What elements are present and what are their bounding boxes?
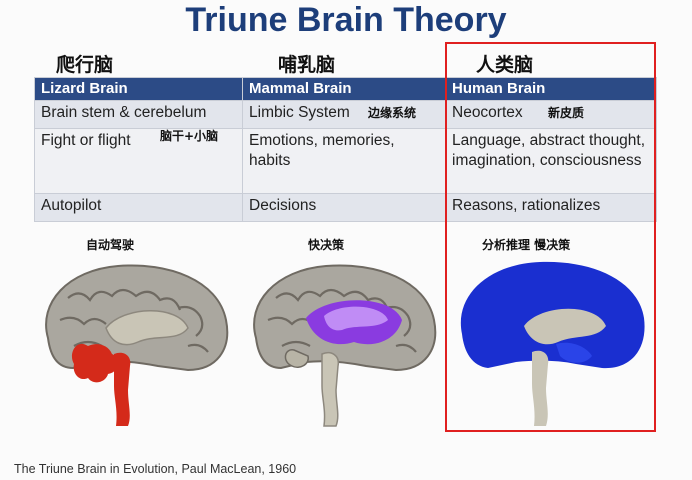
cell-lizard-function: Fight or flight bbox=[34, 128, 243, 194]
cell-mammal-function: Emotions, memories, habits bbox=[242, 128, 446, 194]
header-lizard-brain: Lizard Brain bbox=[34, 77, 243, 101]
cell-human-mode: Reasons, rationalizes bbox=[445, 193, 657, 222]
table-header-row: Lizard Brain Mammal Brain Human Brain bbox=[34, 77, 657, 101]
cell-mammal-structure: Limbic System bbox=[242, 100, 446, 129]
cell-human-structure: Neocortex bbox=[445, 100, 657, 129]
lizard-brain-illustration bbox=[45, 264, 229, 426]
cell-lizard-mode: Autopilot bbox=[34, 193, 243, 222]
cell-lizard-structure: Brain stem & cerebelum bbox=[34, 100, 243, 129]
cell-human-function: Language, abstract thought, imagination,… bbox=[445, 128, 657, 194]
brain-comparison-table: Lizard Brain Mammal Brain Human Brain Br… bbox=[34, 77, 657, 222]
table-row: Fight or flight Emotions, memories, habi… bbox=[34, 128, 657, 194]
lizard-brain-cn-label: 爬行脑 bbox=[56, 54, 114, 76]
header-human-brain: Human Brain bbox=[445, 77, 657, 101]
brainstem-cerebellum-cn-note: 脑干+小脑 bbox=[160, 129, 219, 143]
mammal-brain-illustration bbox=[253, 264, 437, 427]
analytical-slow-decision-cn-caption: 分析推理 慢决策 bbox=[482, 238, 571, 252]
human-brain-cn-label: 人类脑 bbox=[476, 54, 534, 76]
table-row: Brain stem & cerebelum Limbic System Neo… bbox=[34, 100, 657, 129]
mammal-brain-cn-label: 哺乳脑 bbox=[278, 54, 336, 76]
autopilot-cn-caption: 自动驾驶 bbox=[86, 238, 135, 252]
limbic-system-cn-note: 边缘系统 bbox=[368, 106, 417, 120]
source-citation: The Triune Brain in Evolution, Paul MacL… bbox=[14, 462, 297, 476]
table-row: Autopilot Decisions Reasons, rationalize… bbox=[34, 193, 657, 222]
page-title: Triune Brain Theory bbox=[185, 1, 507, 39]
neocortex-cn-note: 新皮质 bbox=[548, 106, 585, 120]
human-brain-highlight-box bbox=[445, 42, 656, 432]
human-brain-illustration bbox=[460, 261, 645, 426]
fast-decision-cn-caption: 快决策 bbox=[308, 238, 345, 252]
header-mammal-brain: Mammal Brain bbox=[242, 77, 446, 101]
cell-mammal-mode: Decisions bbox=[242, 193, 446, 222]
